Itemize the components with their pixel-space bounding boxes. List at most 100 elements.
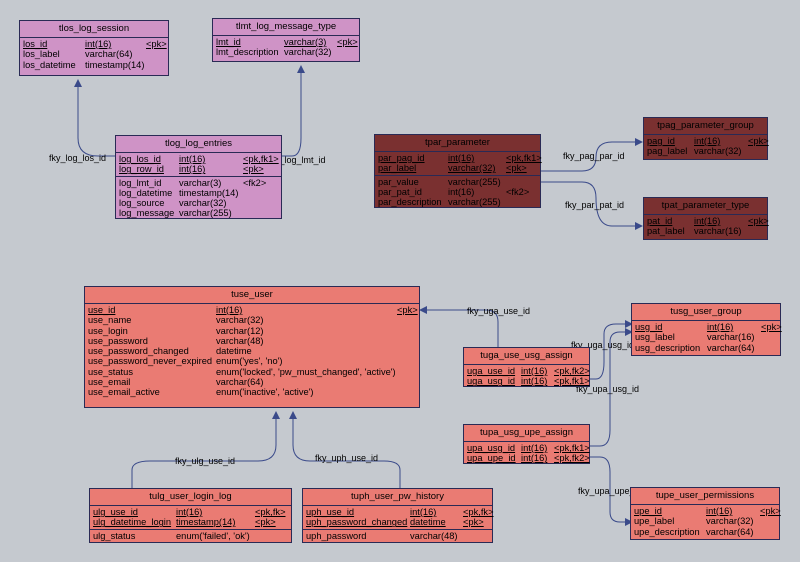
link-fky-uph-use-id — [289, 411, 401, 490]
label-fky-pag-par-id: fky_pag_par_id — [563, 151, 625, 161]
column-row[interactable]: log_datetime timestamp(14) — [119, 188, 278, 198]
link-fky-log-lmt-id — [282, 65, 305, 157]
table-title: tuse_user — [85, 287, 419, 304]
column-name: log_datetime — [119, 187, 173, 198]
column-key: <pk,fk1> — [554, 443, 590, 453]
column-name: log_row_id — [119, 164, 164, 175]
column-type: int(16) — [521, 443, 548, 453]
column-name: uga_use_id — [467, 366, 516, 376]
label-fky-uph-use-id: fky_uph_use_id — [315, 453, 379, 463]
column-key: <pk> — [761, 322, 782, 332]
column-name: use_status — [88, 366, 133, 377]
column-type: int(16) — [176, 507, 203, 517]
column-name: usg_label — [635, 332, 675, 343]
column-name: par_value — [378, 176, 419, 187]
column-name: upa_usg_id — [467, 443, 516, 453]
column-name: log_message — [119, 208, 175, 219]
column-name: uph_password — [306, 530, 367, 541]
column-type: timestamp(14) — [85, 59, 145, 70]
column-type: int(16) — [85, 39, 112, 49]
column-key: <fk2> — [506, 186, 530, 197]
column-type: timestamp(14) — [179, 187, 239, 198]
column-key: <pk,fk> — [255, 507, 286, 517]
column-key: <pk,fk2> — [554, 366, 590, 376]
table-title: tlos_log_session — [20, 21, 168, 38]
column-name: par_label — [378, 163, 417, 174]
column-name: use_password — [88, 335, 148, 346]
column-name: los_id — [23, 39, 48, 49]
column-key: <pk,fk1> — [554, 376, 590, 387]
column-name: log_source — [119, 198, 165, 209]
column-type: int(16) — [707, 322, 734, 332]
column-row[interactable]: upa_usg_id int(16) <pk,fk1> — [467, 443, 590, 453]
column-name: use_password_changed — [88, 346, 189, 357]
column-name: log_lmt_id — [119, 177, 162, 188]
column-type: enum('locked', 'pw_must_changed', 'activ… — [216, 366, 396, 377]
table-title: tulg_user_login_log — [90, 489, 291, 506]
column-type: varchar(16) — [694, 226, 742, 237]
table-title: tupa_usg_upe_assign — [464, 425, 589, 442]
label-fky-upa-usg-id: fky_upa_usg_id — [576, 384, 640, 394]
column-row[interactable]: use_status enum('locked', 'pw_must_change… — [88, 367, 416, 377]
